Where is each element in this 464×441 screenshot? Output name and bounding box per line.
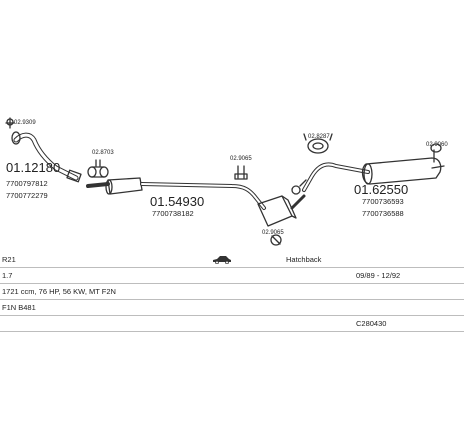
flange-drawing bbox=[87, 159, 109, 178]
part-code: 02.8703 bbox=[92, 150, 114, 156]
oem-reference: 7700797812 bbox=[6, 179, 48, 188]
oem-reference: 7700772279 bbox=[6, 191, 48, 200]
spec-row: F1N B481 bbox=[0, 300, 464, 316]
gasket-drawing bbox=[5, 117, 15, 129]
body-type: Hatchback bbox=[286, 255, 322, 264]
part-number: 01.54930 bbox=[150, 194, 204, 209]
connector-drawing bbox=[291, 179, 307, 195]
oem-reference: 7700738182 bbox=[152, 209, 194, 218]
part-code: 02.9065 bbox=[262, 230, 284, 236]
engine-size: 1.7 bbox=[2, 271, 13, 280]
production-period: 09/89 - 12/92 bbox=[356, 271, 401, 280]
catalogue-reference: C280430 bbox=[356, 319, 387, 328]
engine-details: 1721 ccm, 76 HP, 56 KW, MT F2N bbox=[2, 287, 116, 296]
part-number: 01.12180 bbox=[6, 160, 60, 175]
oem-reference: 7700736588 bbox=[362, 209, 404, 218]
exhaust-system-diagram: 02.9309 01.12180 7700797812 7700772279 0… bbox=[5, 117, 448, 246]
centre-box-drawing bbox=[257, 194, 306, 227]
part-code: 02.9309 bbox=[14, 120, 36, 126]
rear-silencer-drawing bbox=[302, 157, 445, 192]
car-side-icon bbox=[213, 256, 231, 264]
model-name: R21 bbox=[2, 255, 16, 264]
front-pipe-drawing bbox=[11, 131, 82, 183]
engine-code: F1N B481 bbox=[2, 303, 36, 312]
vehicle-spec-table: R21 Hatchback 1.7 09/89 - 12/92 1721 ccm… bbox=[0, 252, 464, 332]
spec-row: 1721 ccm, 76 HP, 56 KW, MT F2N bbox=[0, 284, 464, 300]
part-code: 02.8287 bbox=[308, 134, 330, 140]
spec-row: R21 Hatchback bbox=[0, 252, 464, 268]
hanger-2-drawing bbox=[270, 234, 282, 246]
clamp-drawing bbox=[303, 133, 333, 154]
tail-hanger-drawing bbox=[430, 143, 442, 163]
part-code: 02.9065 bbox=[230, 156, 252, 162]
part-number: 01.62550 bbox=[354, 182, 408, 197]
part-code: 02.9060 bbox=[426, 142, 448, 148]
spec-row: C280430 bbox=[0, 316, 464, 332]
oem-reference: 7700736593 bbox=[362, 197, 404, 206]
middle-silencer-drawing bbox=[86, 177, 266, 210]
hanger-drawing bbox=[234, 165, 248, 180]
spec-row: 1.7 09/89 - 12/92 bbox=[0, 268, 464, 284]
